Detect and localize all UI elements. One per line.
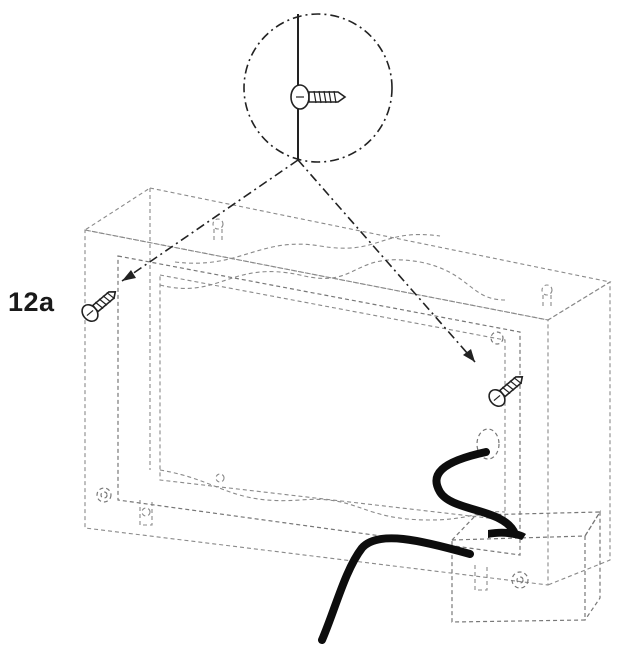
- step-label: 12a: [8, 287, 55, 317]
- screw-icon: [488, 375, 524, 408]
- screw-detail-magnifier-icon: [243, 13, 393, 163]
- wall-box-outline: [83, 187, 612, 623]
- leader-arrows: [121, 159, 476, 363]
- screw-icon: [81, 290, 117, 323]
- power-cable-icon: [318, 448, 526, 644]
